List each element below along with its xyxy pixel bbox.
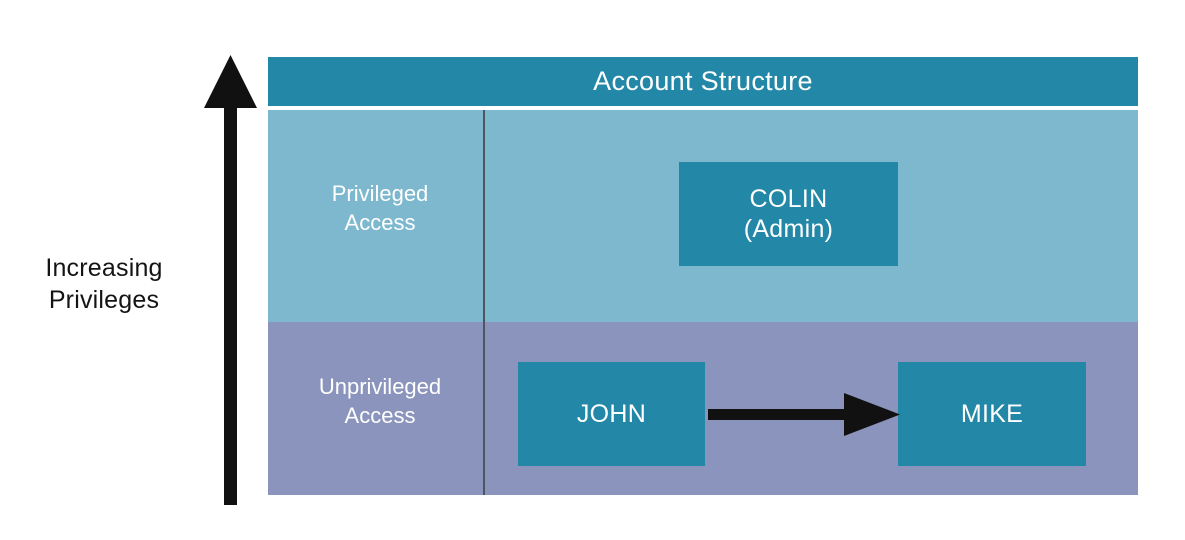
account-structure-panel: Account Structure Privileged Access Unpr… <box>268 57 1138 495</box>
axis-label-increasing-privileges: Increasing Privileges <box>45 254 163 314</box>
band-label-unprivileged-access: Unprivileged Access <box>318 374 442 428</box>
band-label-privileged-access: Privileged Access <box>331 181 429 235</box>
column-divider <box>483 110 485 495</box>
page-title: Account Structure <box>268 57 1138 106</box>
node-colin[interactable]: COLIN (Admin) <box>679 162 898 266</box>
right-arrow-icon <box>708 393 900 437</box>
node-mike[interactable]: MIKE <box>898 362 1086 466</box>
up-arrow-icon <box>200 55 260 505</box>
node-john[interactable]: JOHN <box>518 362 705 466</box>
